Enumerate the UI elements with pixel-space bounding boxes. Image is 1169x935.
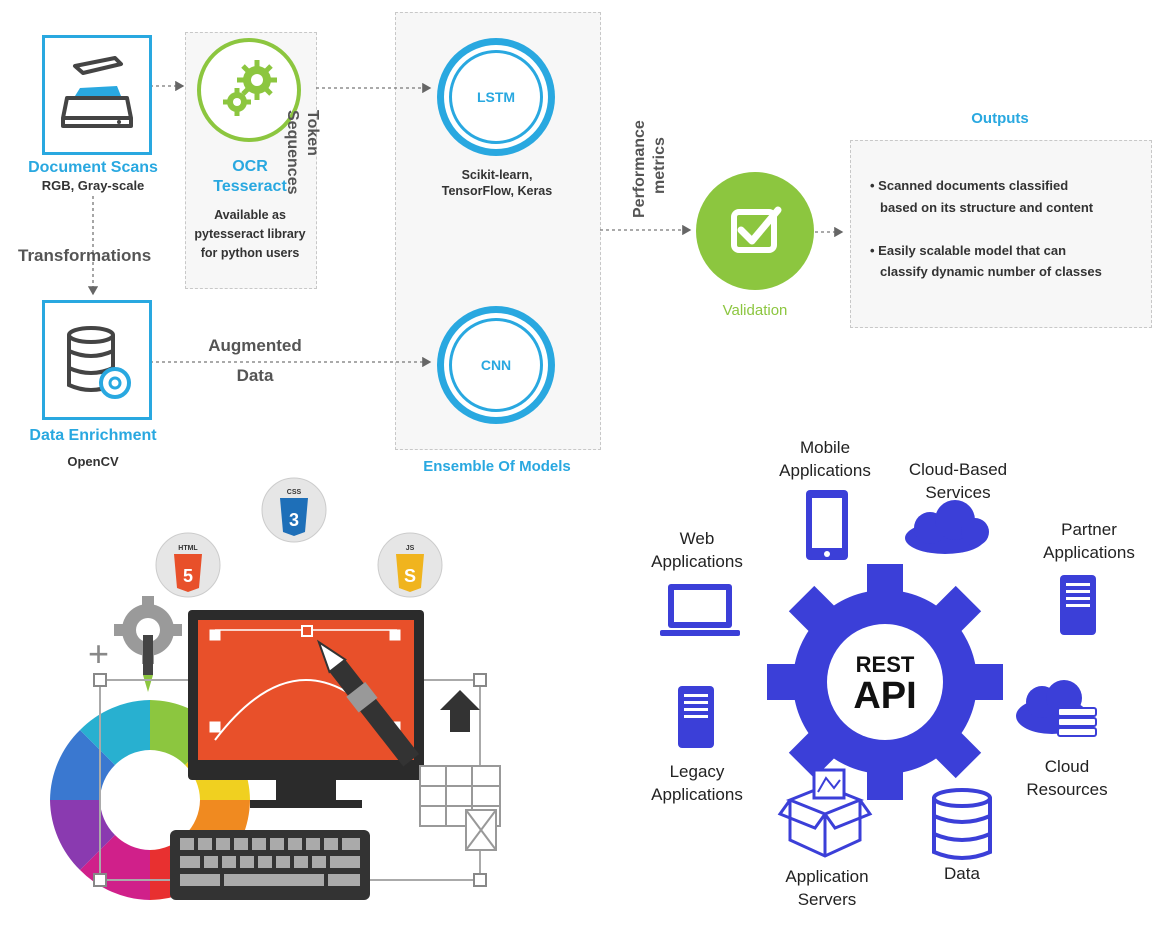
partner-line-1: Partner (1061, 520, 1117, 539)
connector-lines (87, 80, 844, 368)
app-servers-box-icon (777, 768, 873, 858)
js-badge: JS S (377, 532, 443, 598)
data-enrichment-title: Data Enrichment (29, 427, 157, 444)
output-item-1-line-2: based on its structure and content (880, 200, 1094, 215)
cnn-label: CNN (480, 357, 512, 373)
ensemble-label: Ensemble Of Models (423, 458, 571, 475)
mobile-line-1: Mobile (799, 438, 851, 457)
performance-label: Performance (631, 120, 648, 218)
monitor (188, 610, 424, 808)
css3-badge: CSS 3 (261, 477, 327, 543)
legacy-apps-label: Legacy Applications (632, 760, 762, 806)
token-sequences-label: Token Sequences (282, 110, 322, 210)
output-item-1-line-1: • Scanned documents classified (870, 178, 1069, 193)
partner-server-icon (1060, 575, 1096, 635)
lstm-desc-2: TensorFlow, Keras (441, 184, 553, 198)
web-apps-label: Web Applications (632, 527, 762, 573)
partner-apps-label: Partner Applications (1024, 518, 1154, 564)
metrics-label: metrics (651, 137, 668, 194)
cnn-circle: CNN (437, 306, 555, 424)
token-label: Token (304, 110, 321, 156)
cloud-icon (905, 500, 989, 554)
legacy-server-icon (678, 686, 714, 748)
mobile-apps-label: Mobile Applications (760, 436, 890, 482)
html-badge-text: HTML (178, 545, 198, 552)
augmented-label: Augmented (208, 336, 302, 355)
cloud-resources-line-2: Resources (1026, 780, 1108, 799)
cloud-resources-label: Cloud Resources (1002, 755, 1132, 801)
ocr-desc-2: pytesseract library (194, 227, 306, 241)
partner-line-2: Applications (1043, 543, 1135, 562)
scanner-icon-box (42, 35, 152, 155)
ocr-title: OCR (232, 158, 268, 175)
output-item-2-line-2: classify dynamic number of classes (880, 264, 1102, 279)
lstm-label: LSTM (476, 89, 516, 105)
cloud-resources-icon (1016, 680, 1097, 737)
pen-tool-icon (316, 639, 420, 767)
outputs-box (850, 140, 1152, 328)
legacy-line-2: Applications (651, 785, 743, 804)
outputs-title: Outputs (971, 110, 1029, 127)
data-enrichment-subtitle: OpenCV (67, 454, 119, 469)
rest-api-gear: REST API (767, 564, 1003, 800)
lstm-circle: LSTM (437, 38, 555, 156)
web-line-1: Web (679, 529, 715, 548)
ocr-desc-3: for python users (200, 246, 300, 260)
mobile-icon (806, 490, 848, 560)
validation-label: Validation (722, 302, 788, 319)
svg-text:5: 5 (183, 566, 193, 586)
mobile-line-2: Applications (779, 461, 871, 480)
database-icon (932, 788, 992, 860)
cloud-based-line-2: Services (925, 483, 991, 502)
html5-badge: HTML 5 (155, 532, 221, 598)
cloud-based-line-1: Cloud-Based (908, 460, 1008, 479)
database-gear-icon (67, 326, 131, 399)
web-line-2: Applications (651, 552, 743, 571)
api-label: API (853, 675, 916, 717)
doc-scans-title: Document Scans (28, 159, 158, 176)
layout-wireframe-icon (419, 690, 501, 851)
data-label: Data (944, 864, 980, 883)
performance-metrics-label: Performance metrics (630, 88, 670, 218)
output-item-2-line-1: • Easily scalable model that can (870, 243, 1067, 258)
app-servers-line-1: Application (785, 867, 869, 886)
keyboard (170, 830, 370, 900)
rest-label: REST (856, 652, 915, 677)
doc-scans-subtitle: RGB, Gray-scale (41, 178, 145, 193)
ocr-subtitle: Tesseract (213, 178, 287, 195)
cloud-based-label: Cloud-Based Services (893, 458, 1023, 504)
css-badge-text: CSS (287, 489, 302, 496)
sequences-label: Sequences (284, 110, 301, 195)
validation-circle (696, 172, 814, 290)
laptop-icon (660, 584, 740, 636)
lstm-desc-1: Scikit-learn, (461, 168, 533, 182)
svg-text:+: + (88, 633, 109, 674)
data-label: Data (236, 366, 274, 385)
rest-api-graphic: REST API (660, 490, 1097, 860)
ocr-gears-circle (197, 38, 301, 142)
legacy-line-1: Legacy (669, 762, 725, 781)
cloud-resources-line-1: Cloud (1044, 757, 1090, 776)
web-design-graphic: HTML 5 CSS 3 JS S + (50, 477, 501, 900)
svg-text:S: S (404, 566, 416, 586)
svg-text:3: 3 (289, 510, 299, 530)
app-servers-line-2: Servers (797, 890, 857, 909)
ocr-desc-1: Available as (214, 208, 286, 222)
database-icon-box (42, 300, 152, 420)
js-badge-text: JS (406, 545, 415, 552)
app-servers-label: Application Servers (762, 865, 892, 911)
transformations-label: Transformations (18, 246, 152, 265)
checkmark-icon (731, 206, 782, 253)
gears-icon (223, 60, 277, 116)
scanner-icon (61, 56, 133, 128)
